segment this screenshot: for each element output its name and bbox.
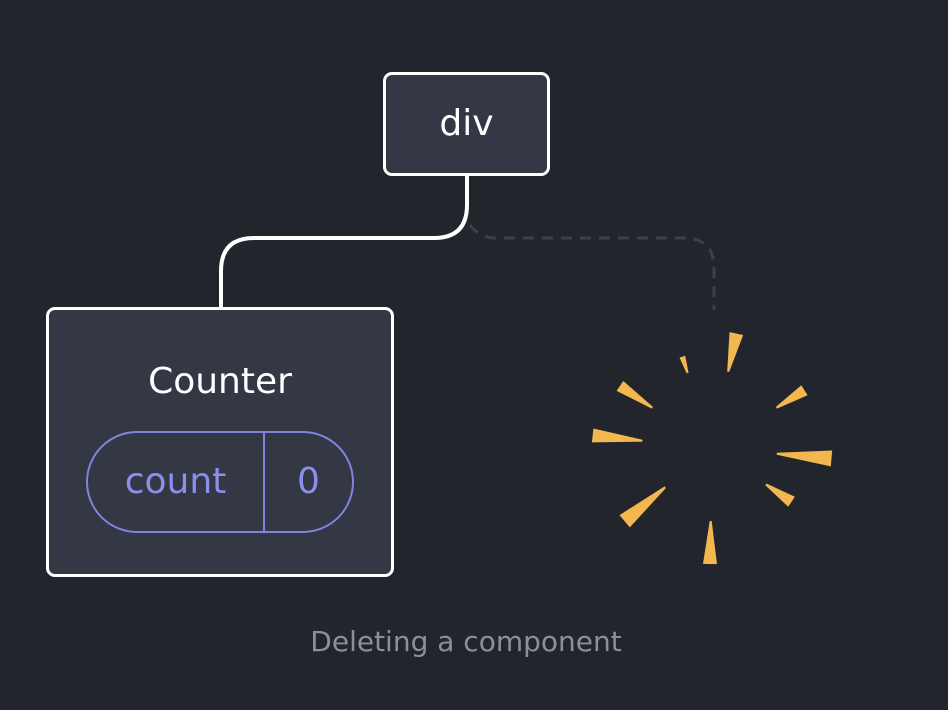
burst-ray-7 bbox=[619, 486, 666, 528]
diagram-caption: Deleting a component bbox=[310, 625, 622, 658]
counter-node-label: Counter bbox=[148, 361, 292, 402]
state-value: 0 bbox=[297, 461, 320, 502]
burst-ray-1 bbox=[679, 355, 689, 374]
counter-node: Counter count 0 bbox=[46, 307, 394, 577]
edge-div-to-counter bbox=[219, 176, 469, 307]
div-node-label: div bbox=[439, 103, 494, 144]
burst-ray-4 bbox=[776, 450, 833, 467]
state-pill: count 0 bbox=[86, 431, 354, 533]
burst-ray-8 bbox=[591, 428, 643, 443]
state-divider bbox=[263, 433, 265, 531]
burst-ray-3 bbox=[775, 385, 808, 409]
burst-ray-9 bbox=[616, 381, 653, 409]
burst-ray-2 bbox=[727, 332, 744, 372]
state-name: count bbox=[124, 461, 227, 502]
burst-ray-6 bbox=[703, 521, 717, 565]
edge-div-to-deleted-dashed bbox=[468, 224, 716, 310]
burst-ray-5 bbox=[765, 483, 795, 507]
deletion-burst bbox=[591, 332, 833, 565]
div-node: div bbox=[383, 72, 550, 176]
